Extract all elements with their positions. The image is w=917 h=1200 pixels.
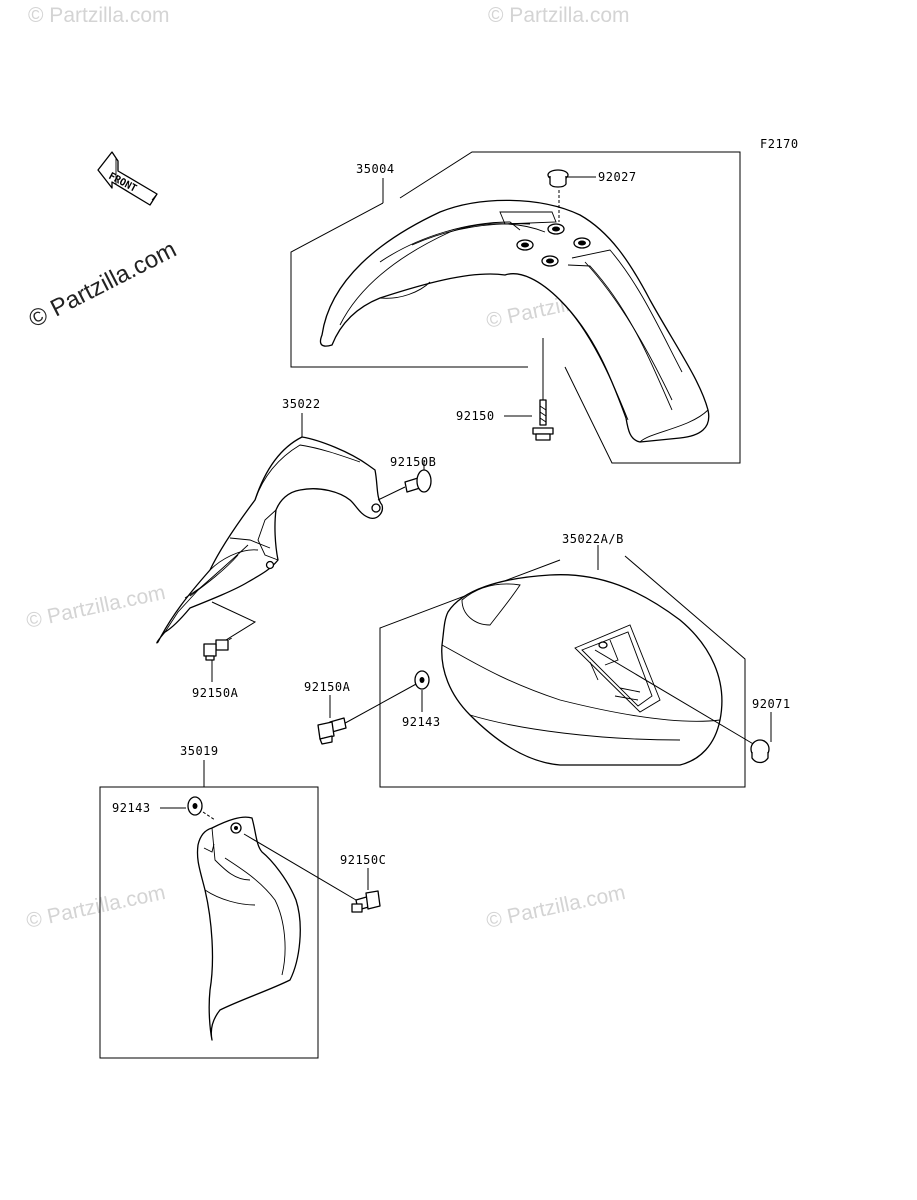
callout-92027: 92027: [598, 170, 637, 184]
callout-92143-mid: 92143: [402, 715, 441, 729]
callout-92150A-mid: 92150A: [304, 680, 351, 694]
front-mudguard-35022: 35022: [156, 397, 384, 644]
bolt-92150A-left: 92150A: [192, 637, 239, 700]
washer-92143-low: 92143: [112, 796, 216, 821]
watermark-text: © Partzilla.com: [28, 4, 170, 27]
bolt-92150: 92150: [456, 338, 554, 441]
rear-fender-35022AB: 35022A/B: [379, 532, 756, 788]
callout-92071: 92071: [752, 697, 791, 711]
callout-92150: 92150: [456, 409, 495, 423]
watermark-text: © Partzilla.com: [24, 881, 167, 933]
grommet-92027: 92027: [547, 169, 637, 222]
bolt-92150B: 92150B: [377, 455, 436, 501]
mud-flap-35019: 35019: [99, 744, 319, 1059]
callout-92150A-left: 92150A: [192, 686, 239, 700]
front-fender-35004: 35004: [290, 151, 741, 464]
callout-35022AB: 35022A/B: [562, 532, 624, 546]
callout-92150C: 92150C: [340, 853, 386, 867]
callout-35022: 35022: [282, 397, 321, 411]
bolt-92150C: 92150C: [243, 833, 386, 913]
watermark-text: © Partzilla.com: [24, 581, 167, 633]
watermark-text: © Partzilla.com: [484, 881, 627, 933]
callout-35019: 35019: [180, 744, 219, 758]
callout-35004: 35004: [356, 162, 395, 176]
bolt-92150A-mid: 92143 92150A: [304, 670, 441, 745]
diagram-code: F2170: [760, 137, 799, 151]
watermark-text: © Partzilla.com: [488, 4, 630, 27]
grommet-92071: 92071: [750, 697, 791, 764]
partzilla-watermark: © Partzilla.com: [24, 236, 180, 333]
callout-92143-low: 92143: [112, 801, 151, 815]
front-arrow-icon: FRONT: [97, 151, 158, 206]
callout-92150B: 92150B: [390, 455, 436, 469]
